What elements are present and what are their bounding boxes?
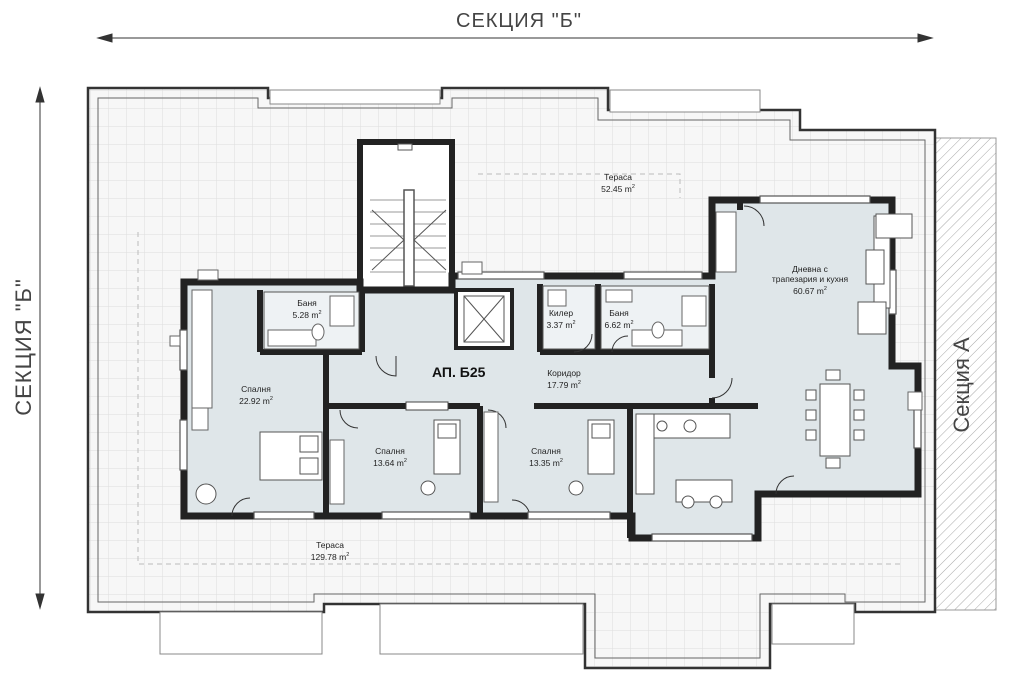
room-area: 3.37 m2: [546, 319, 576, 330]
living-furniture: [635, 213, 913, 509]
room-name: Спалня: [375, 446, 405, 456]
room-name: Дневна с трапезария и кухня: [771, 264, 849, 284]
room-area: 13.64 m2: [373, 457, 407, 468]
apartment-number: АП. Б25: [432, 364, 486, 380]
room-name: Спалня: [241, 384, 271, 394]
room-area: 6.62 m2: [604, 319, 634, 330]
room-name: Коридор: [547, 368, 581, 378]
wardrobes: [191, 211, 737, 505]
room-terrace-south: Тераса 129.78 m2: [300, 540, 360, 562]
room-bath-1: Баня 5.28 m2: [282, 298, 332, 320]
room-area: 129.78 m2: [310, 551, 350, 562]
room-terrace-north: Тераса 52.45 m2: [588, 172, 648, 194]
dash-lines: [137, 173, 900, 565]
plates: [159, 89, 855, 655]
room-area: 52.45 m2: [601, 183, 635, 194]
room-area: 17.79 m2: [547, 379, 581, 390]
interior-walls: [257, 200, 758, 538]
windows: [179, 195, 922, 542]
room-name: Баня: [609, 308, 629, 318]
room-area: 13.35 m2: [529, 457, 563, 468]
door-swings: [231, 205, 795, 517]
beds: [195, 419, 615, 505]
room-bedroom-3: Спалня 13.35 m2: [518, 446, 574, 468]
fixtures: [169, 261, 923, 411]
room-bath-2: Баня 6.62 m2: [594, 308, 644, 330]
section-left-label: СЕКЦИЯ "Б": [11, 278, 36, 416]
elevator: [454, 288, 514, 350]
entry-door: [405, 401, 449, 411]
room-name: Тераса: [604, 172, 632, 182]
left-section-arrow: [35, 86, 45, 610]
room-name: Спалня: [531, 446, 561, 456]
room-area: 5.28 m2: [292, 309, 322, 320]
room-bedroom-1: Спалня 22.92 m2: [228, 384, 284, 406]
room-area: 60.67 m2: [793, 285, 827, 296]
room-name: Тераса: [316, 540, 344, 550]
top-section-arrow: [96, 33, 934, 43]
room-bedroom-2: Спалня 13.64 m2: [362, 446, 418, 468]
room-area: 22.92 m2: [239, 395, 273, 406]
room-name: Килер: [548, 308, 574, 318]
room-storage: Килер 3.37 m2: [536, 308, 586, 330]
room-name: Баня: [297, 298, 317, 308]
section-right-label: Секция А: [949, 337, 974, 433]
room-corridor: Коридор 17.79 m2: [534, 368, 594, 390]
section-top-label: СЕКЦИЯ "Б": [456, 10, 582, 32]
room-living: Дневна с трапезария и кухня 60.67 m2: [770, 264, 850, 296]
